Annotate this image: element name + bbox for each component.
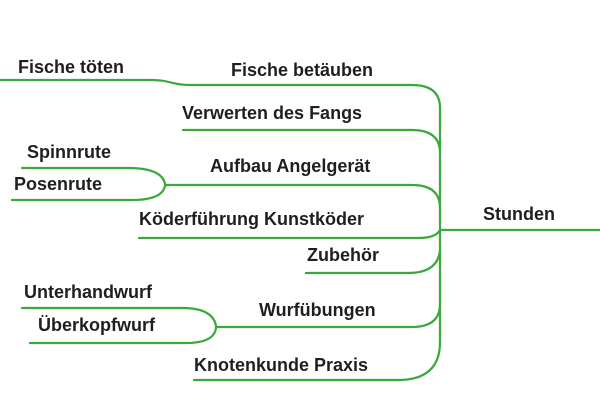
edge-verwerten-des-fangs (181, 128, 442, 155)
node-unterhandwurf[interactable]: Unterhandwurf (24, 282, 152, 302)
node-verwerten-des-fangs[interactable]: Verwerten des Fangs (182, 103, 363, 123)
edge-fische-toeten (0, 78, 192, 87)
edge-aufbau-angelgeraet (163, 183, 442, 210)
edge-spinnrute (20, 166, 167, 186)
node-zubehoer[interactable]: Zubehör (307, 245, 379, 265)
node-spinnrute[interactable]: Spinnrute (27, 142, 111, 162)
node-posenrute[interactable]: Posenrute (14, 174, 103, 194)
node-wurfuebungen[interactable]: Wurfübungen (259, 300, 376, 320)
node-ueberkopfwurf[interactable]: Überkopfwurf (38, 315, 155, 335)
node-aufbau-angelgeraet[interactable]: Aufbau Angelgerät (210, 156, 371, 176)
edge-koederfuehrung-kunstkoeder (137, 228, 442, 240)
edge-fische-betaeuben (188, 83, 442, 110)
edge-zubehoer (304, 248, 442, 275)
edge-posenrute (10, 184, 167, 202)
node-knotenkunde-praxis[interactable]: Knotenkunde Praxis (194, 355, 369, 375)
node-fische-betaeuben[interactable]: Fische betäuben (231, 60, 374, 80)
edge-ueberkopfwurf (28, 326, 218, 345)
node-stunden[interactable]: Stunden (483, 204, 555, 224)
node-fische-toeten[interactable]: Fische töten (18, 57, 125, 77)
node-koederfuehrung-kunstkoeder[interactable]: Köderführung Kunstköder (139, 209, 364, 229)
edge-unterhandwurf (20, 306, 218, 328)
edge-wurfuebungen (214, 302, 442, 329)
edge-knotenkunde-praxis (192, 340, 442, 382)
